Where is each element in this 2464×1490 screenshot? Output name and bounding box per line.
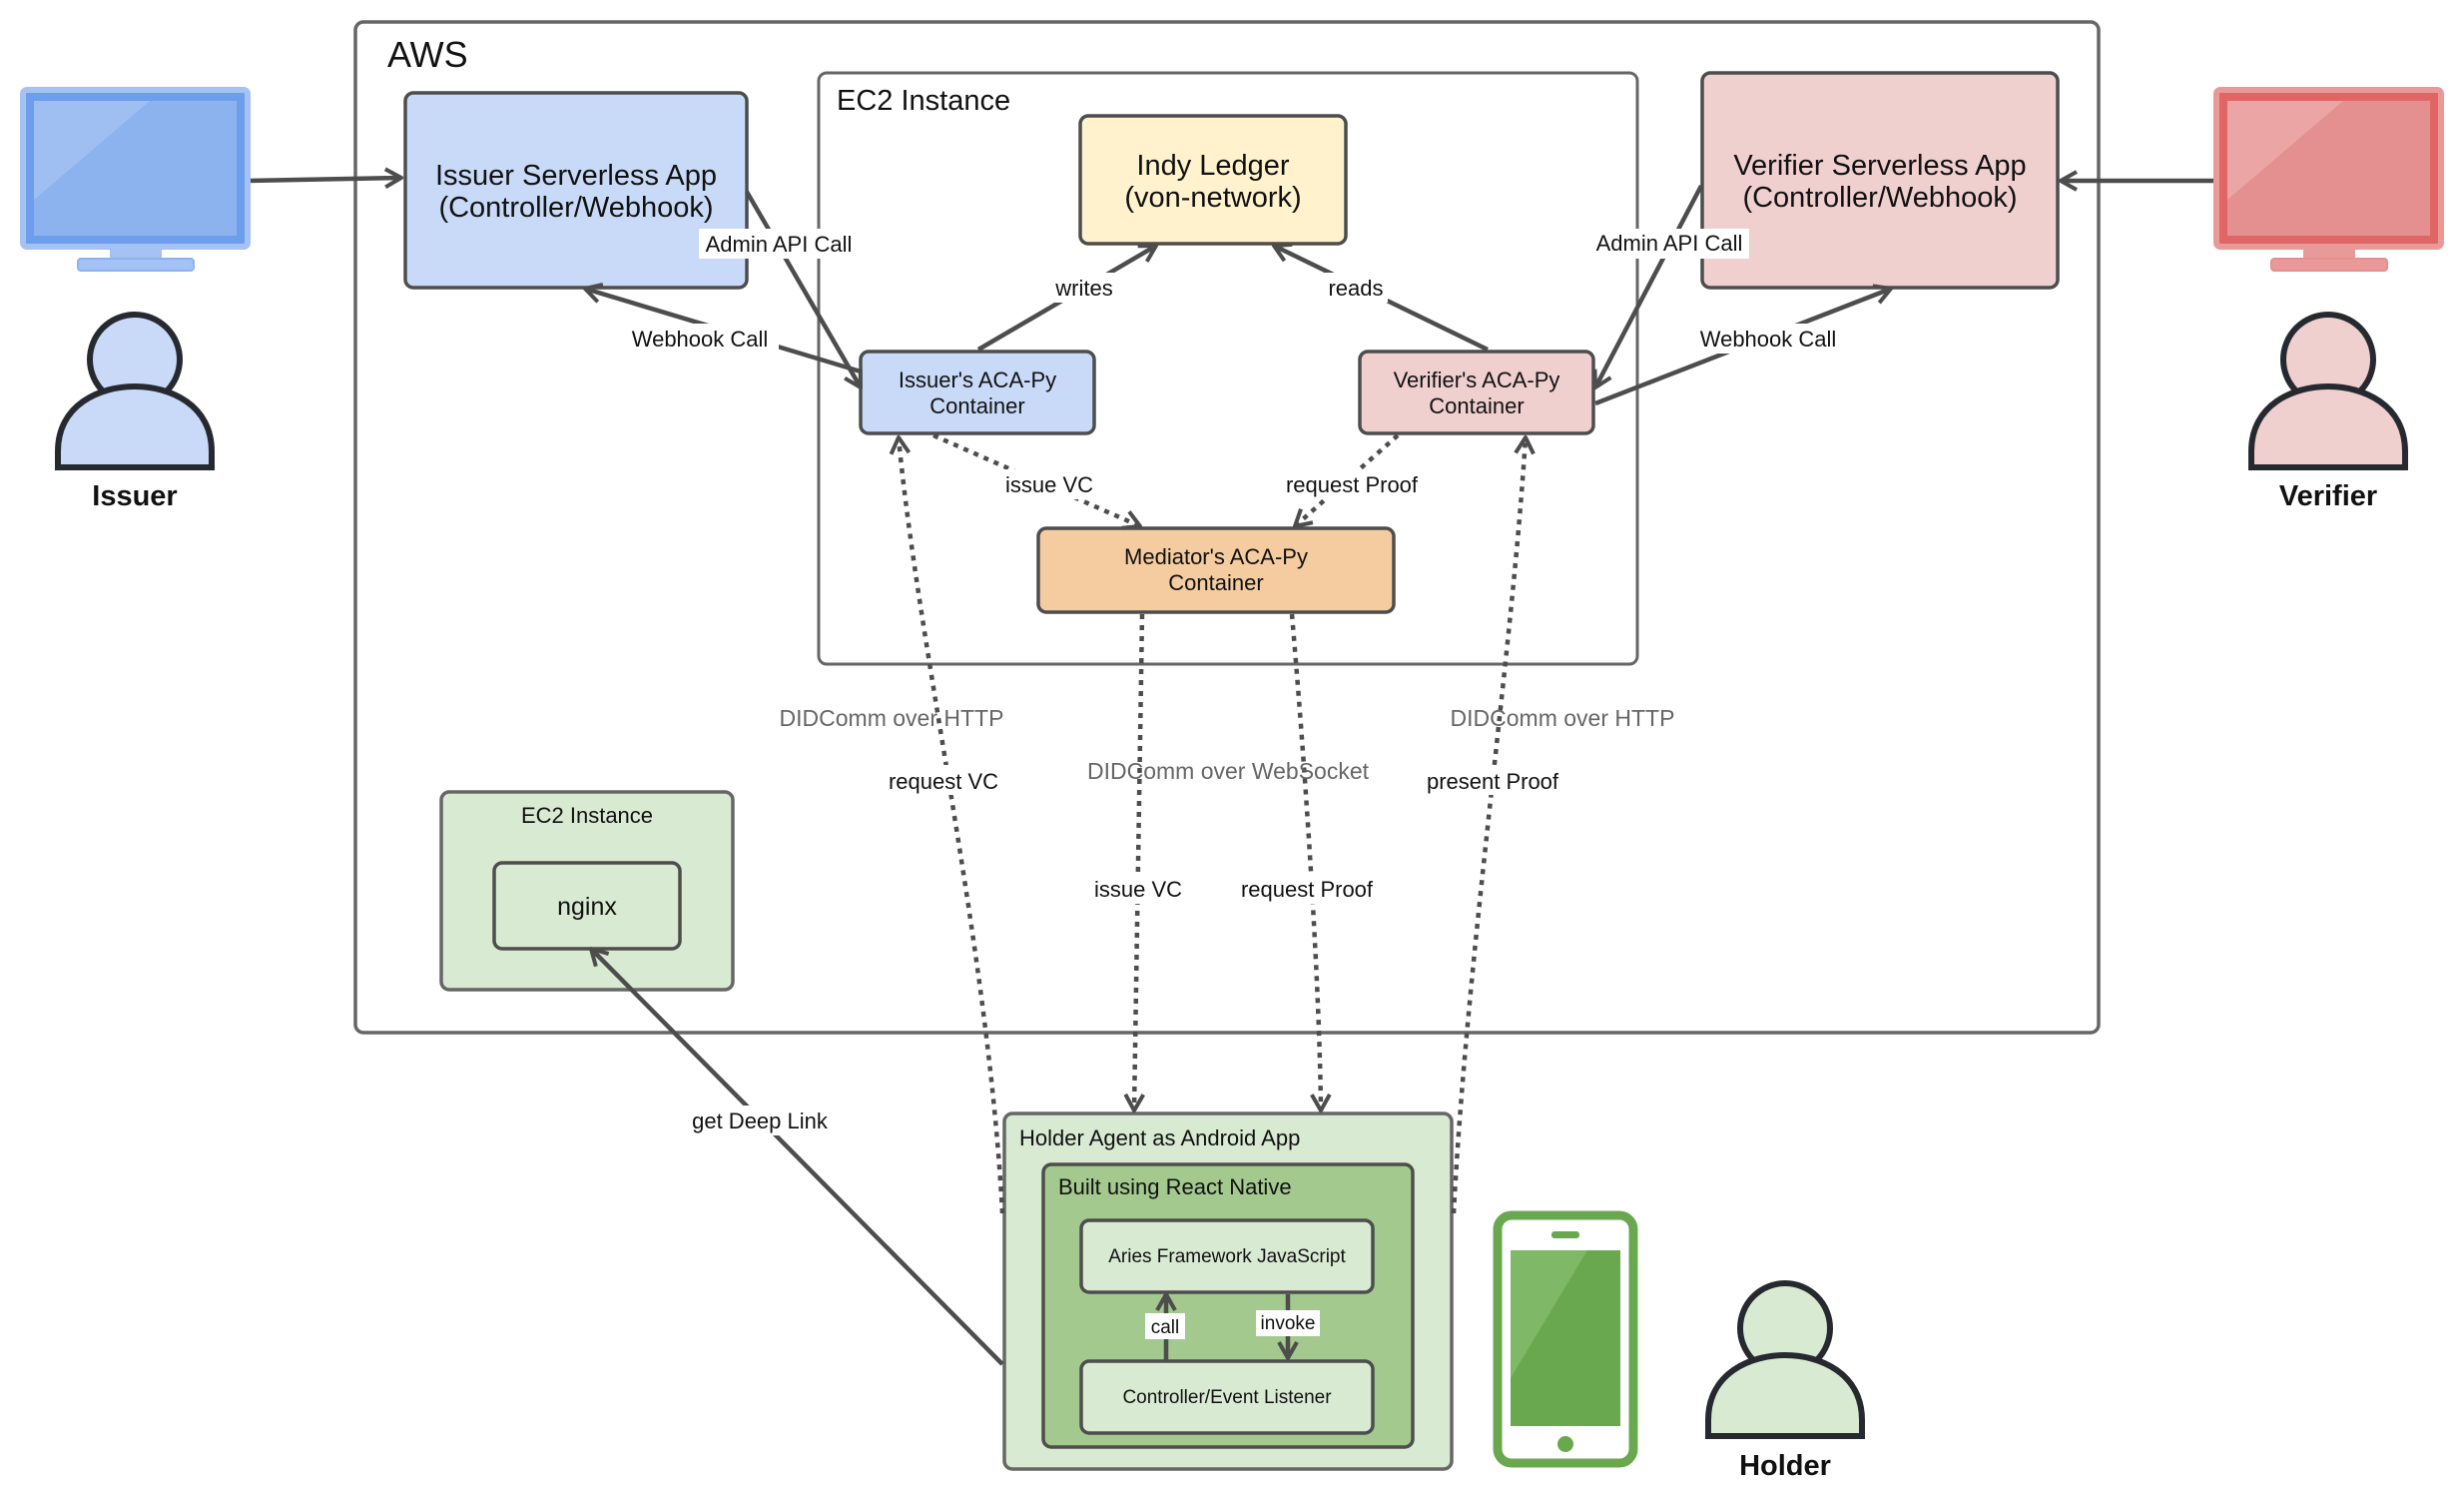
- verifier-acapy-container: [1358, 350, 1595, 435]
- controller-event-listener-box: [1079, 1359, 1375, 1435]
- edge-verifier-admin-api: [1592, 184, 1703, 389]
- react-native-title: Built using React Native: [1058, 1174, 1292, 1199]
- issuer-acapy-line2: Container: [929, 393, 1024, 418]
- indy-ledger: [1078, 114, 1348, 246]
- nginx-box: [492, 861, 682, 951]
- person-icon: [2248, 312, 2408, 470]
- label-didcomm-http-left: DIDComm over HTTP: [780, 705, 1004, 731]
- issuer-app-line1: Issuer Serverless App: [435, 160, 717, 192]
- controller-event-listener-label: Controller/Event Listener: [1122, 1387, 1332, 1408]
- edge-get-deep-link: [589, 947, 1004, 1366]
- edge-issuer-monitor-to-app: [249, 167, 403, 190]
- label-request-vc: request VC: [889, 769, 998, 794]
- person-icon: [55, 312, 215, 470]
- label-writes: writes: [1054, 276, 1112, 301]
- label-issue-vc: issue VC: [1005, 472, 1093, 497]
- smartphone-icon: [1493, 1210, 1638, 1468]
- actor-holder-label: Holder: [1739, 1450, 1831, 1482]
- label-invoke: invoke: [1261, 1313, 1316, 1334]
- label-request-proof: request Proof: [1286, 472, 1419, 497]
- aries-framework-label: Aries Framework JavaScript: [1108, 1246, 1346, 1267]
- ec2-main-container: [817, 71, 1639, 666]
- actor-verifier-label: Verifier: [2279, 480, 2377, 512]
- issuer-app-line2: (Controller/Webhook): [438, 192, 713, 224]
- edge-issuer-admin-api: [745, 190, 863, 389]
- aries-framework-box: [1079, 1218, 1375, 1294]
- monitor-icon: [20, 87, 251, 272]
- issuer-acapy-container: [859, 350, 1096, 435]
- issuer-acapy-line1: Issuer's ACA-Py: [899, 368, 1056, 392]
- label-call: call: [1151, 1317, 1180, 1338]
- ec2-main-title: EC2 Instance: [837, 85, 1010, 117]
- verifier-app-line2: (Controller/Webhook): [1742, 182, 2017, 214]
- mediator-line2: Container: [1168, 570, 1263, 595]
- edge-present-proof: [1451, 435, 1536, 1214]
- mediator-acapy-container: [1036, 526, 1396, 614]
- indy-line1: Indy Ledger: [1136, 150, 1290, 182]
- label-get-deep-link: get Deep Link: [692, 1109, 829, 1133]
- ec2-nginx-title: EC2 Instance: [521, 803, 653, 828]
- label-verifier-webhook: Webhook Call: [1700, 327, 1837, 352]
- verifier-acapy-line2: Container: [1429, 393, 1524, 418]
- label-didcomm-http-right: DIDComm over HTTP: [1451, 705, 1675, 731]
- verifier-app-line1: Verifier Serverless App: [1733, 150, 2026, 182]
- verifier-acapy-line1: Verifier's ACA-Py: [1394, 368, 1560, 392]
- nginx-label: nginx: [557, 893, 617, 921]
- actor-issuer-label: Issuer: [92, 480, 177, 512]
- label-present-proof: present Proof: [1427, 769, 1559, 794]
- edge-request-vc: [889, 435, 1005, 1214]
- label-issuer-admin-api: Admin API Call: [706, 232, 853, 257]
- label-request-proof-down: request Proof: [1241, 877, 1374, 902]
- label-issuer-webhook: Webhook Call: [632, 327, 769, 352]
- indy-line2: (von-network): [1124, 182, 1301, 214]
- label-issue-vc-down: issue VC: [1094, 877, 1182, 902]
- monitor-icon: [2213, 87, 2444, 272]
- label-verifier-admin-api: Admin API Call: [1596, 231, 1743, 256]
- holder-agent-title: Holder Agent as Android App: [1019, 1125, 1300, 1150]
- issuer-serverless-app: [403, 91, 749, 290]
- person-icon: [1705, 1280, 1865, 1439]
- label-didcomm-websocket: DIDComm over WebSocket: [1087, 758, 1370, 784]
- label-reads: reads: [1328, 276, 1383, 301]
- mediator-line1: Mediator's ACA-Py: [1124, 544, 1308, 569]
- aws-title: AWS: [387, 34, 468, 75]
